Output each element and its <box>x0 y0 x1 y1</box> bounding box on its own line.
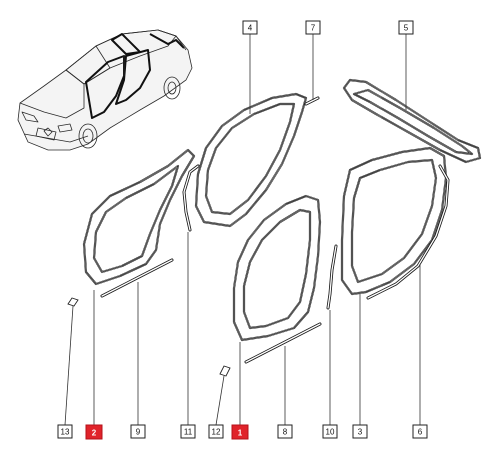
callout-4: 4 <box>242 20 258 35</box>
strip-part-6 <box>366 164 450 300</box>
callout-11: 11 <box>180 424 196 439</box>
callout-5: 5 <box>398 20 414 35</box>
callout-12-label: 12 <box>212 428 221 437</box>
callout-3-label: 3 <box>358 428 363 437</box>
rear-door-seal-part-3 <box>340 146 448 296</box>
trunk-seal-part-5 <box>342 78 482 164</box>
front-opening-seal-part-2 <box>82 148 196 286</box>
callout-13-label: 13 <box>61 428 70 437</box>
pillar-strip-part-11 <box>182 164 200 232</box>
strip-part-10 <box>326 244 338 310</box>
callout-1: 1 <box>231 424 249 440</box>
callout-6: 6 <box>412 424 428 439</box>
callout-6-label: 6 <box>418 428 423 437</box>
callout-3: 3 <box>352 424 368 439</box>
callout-5-label: 5 <box>404 24 409 33</box>
callout-7-label: 7 <box>311 24 316 33</box>
front-door-seal-part-4 <box>194 92 308 228</box>
callout-8-label: 8 <box>283 428 288 437</box>
rear-opening-seal-part-1 <box>232 194 322 342</box>
leader-lines <box>64 34 421 426</box>
callout-10-label: 10 <box>326 428 335 437</box>
callout-8: 8 <box>277 424 293 439</box>
car-illustration <box>17 29 193 151</box>
callout-13: 13 <box>57 424 73 439</box>
callout-4-label: 4 <box>248 24 253 33</box>
clip-part-12 <box>219 365 231 377</box>
lower-strip-part-8 <box>244 322 322 364</box>
callout-2: 2 <box>85 424 103 440</box>
sill-strip-part-9 <box>100 258 174 298</box>
callout-9-label: 9 <box>136 428 141 437</box>
callout-7: 7 <box>305 20 321 35</box>
strip-part-7 <box>304 96 320 106</box>
callout-12: 12 <box>208 424 224 439</box>
callout-11-label: 11 <box>184 428 193 437</box>
clip-part-13 <box>67 297 79 307</box>
callout-9: 9 <box>130 424 146 439</box>
callout-10: 10 <box>322 424 338 439</box>
callout-1-label: 1 <box>238 429 243 438</box>
callout-2-label: 2 <box>92 429 97 438</box>
